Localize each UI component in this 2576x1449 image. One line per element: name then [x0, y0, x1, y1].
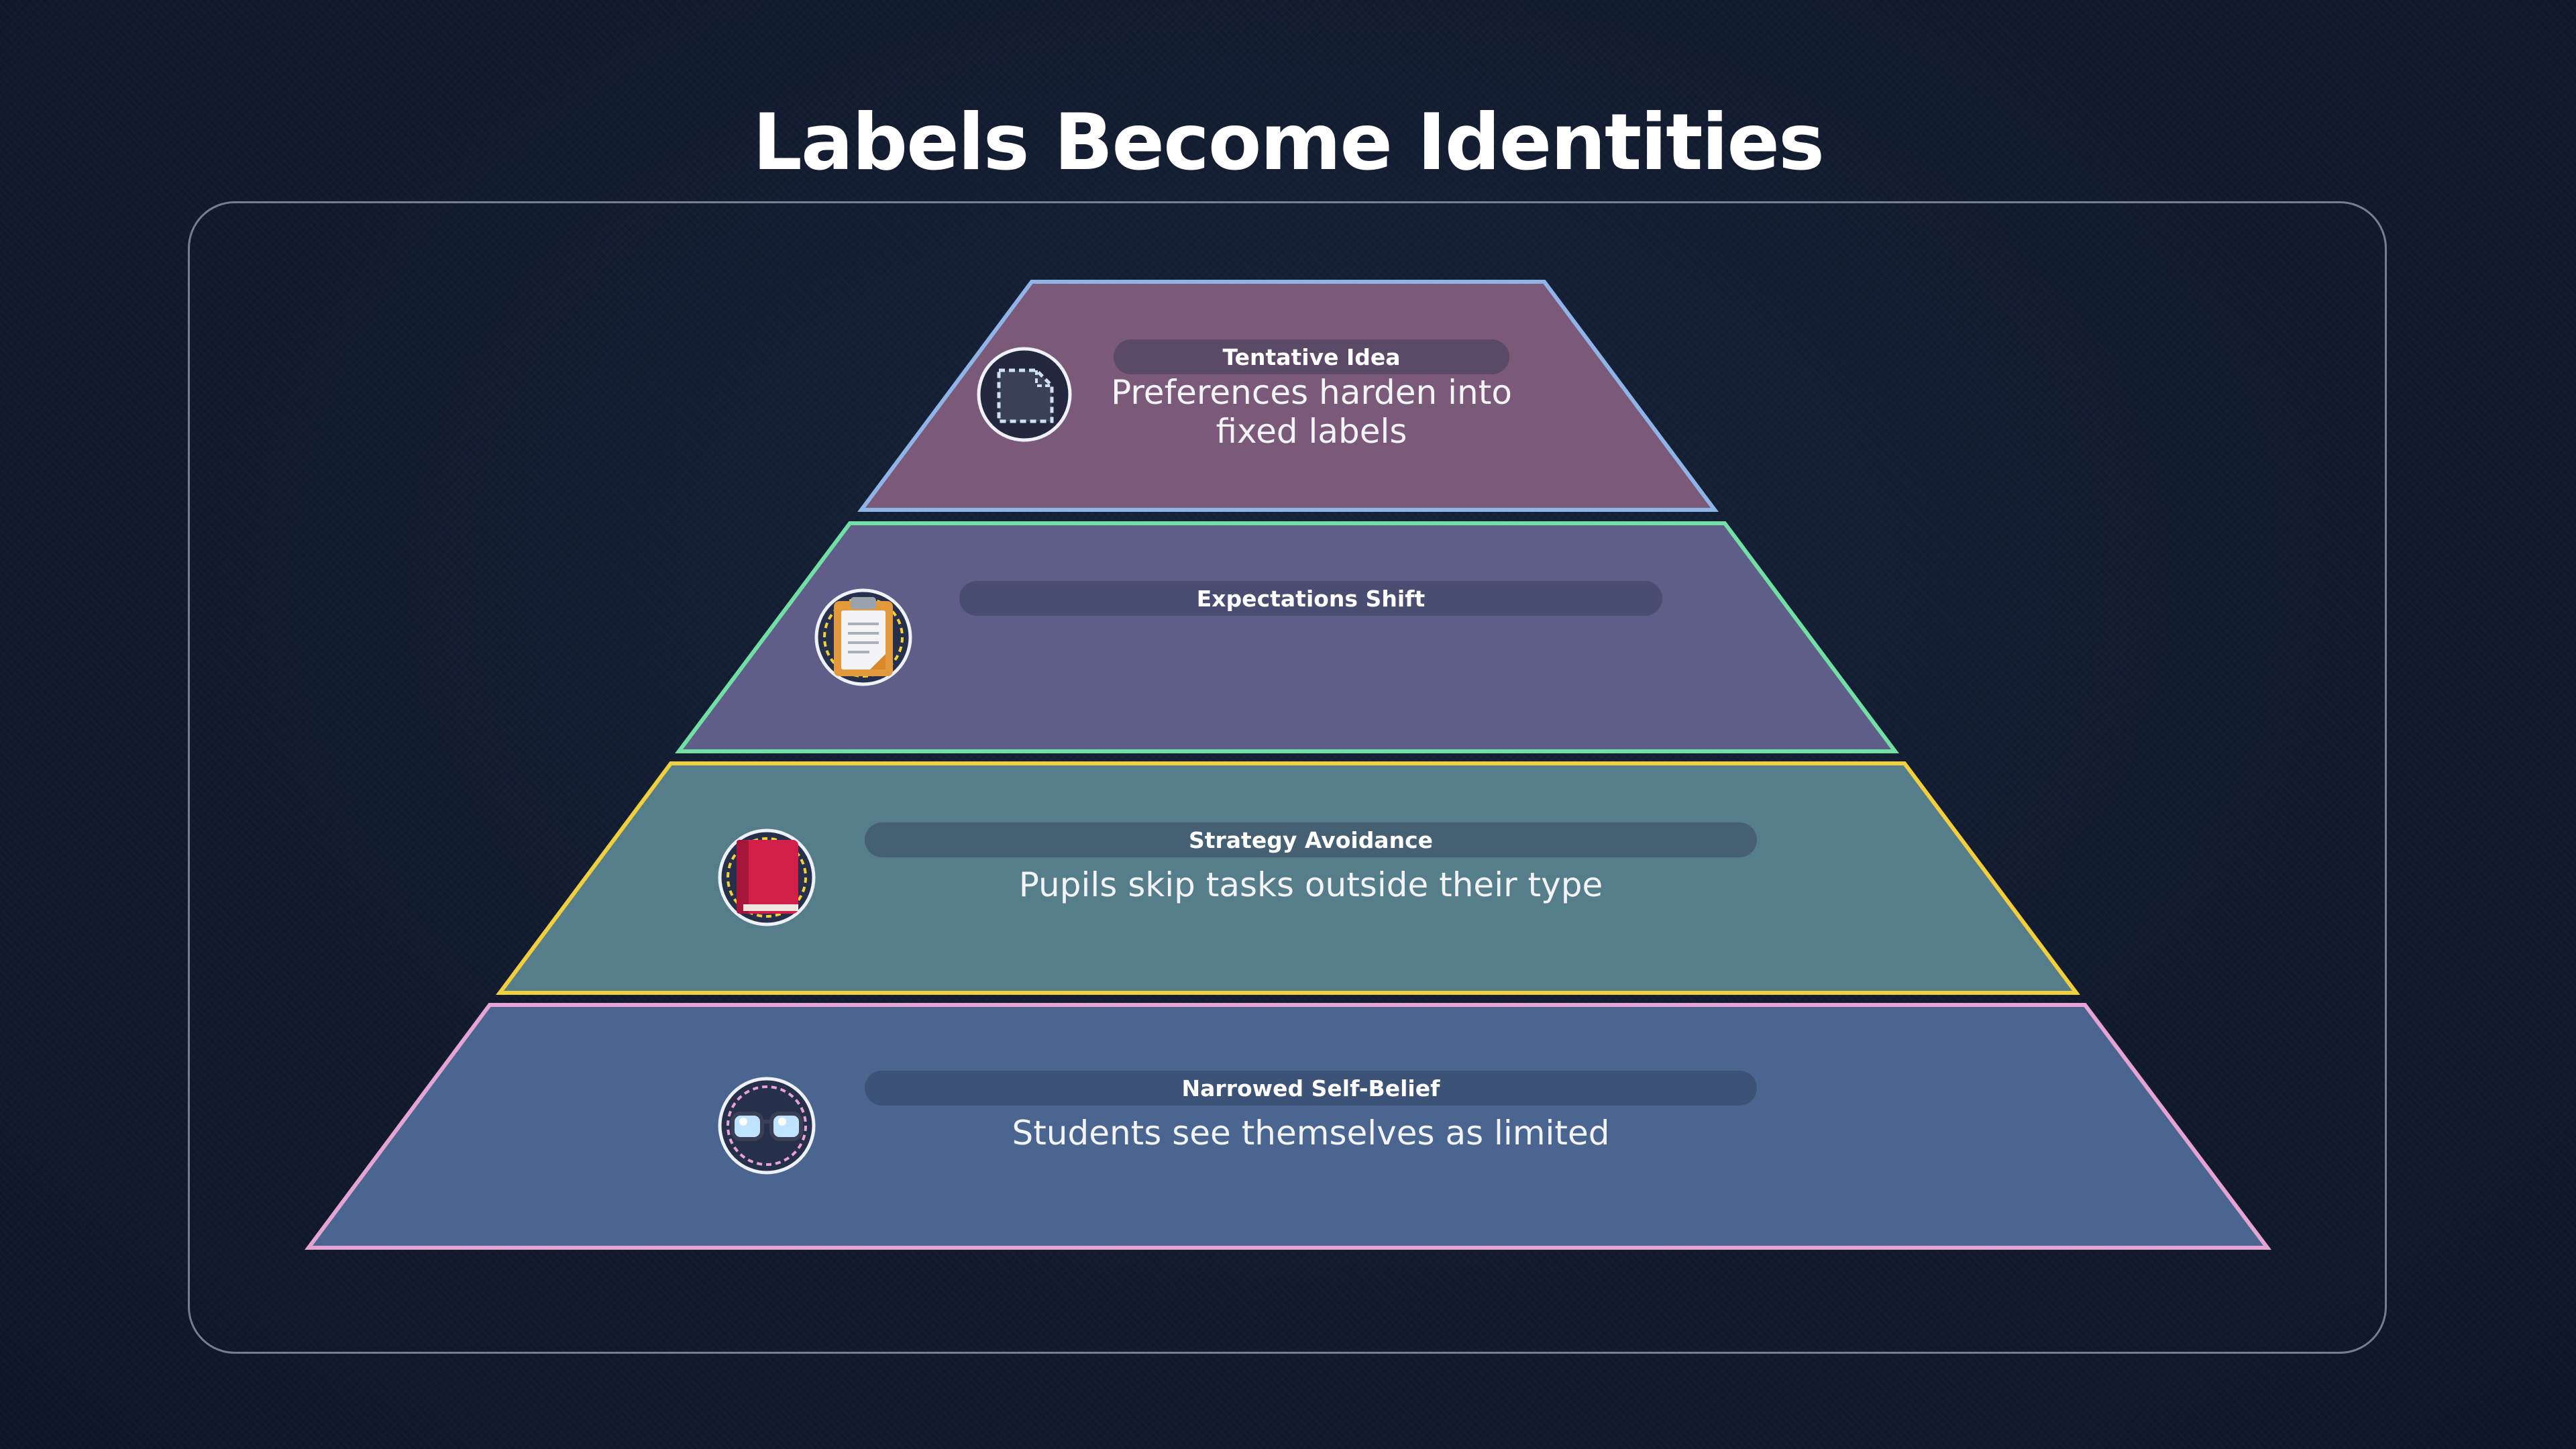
layer-description-tentative-idea: Preferences harden into fixed labels — [1111, 373, 1512, 451]
pyramid-layer-strategy-avoidance — [496, 761, 2080, 995]
clipboard-icon — [814, 588, 912, 686]
layer-label-strategy-avoidance: Strategy Avoidance — [865, 822, 1757, 857]
pyramid-layer-tentative-idea — [857, 280, 1719, 512]
layer-description-narrowed-self-belief: Students see themselves as limited — [1012, 1114, 1610, 1152]
layer-label-tentative-idea: Tentative Idea — [1114, 339, 1509, 374]
pyramid-layer-narrowed-self-belief — [305, 1003, 2272, 1250]
page-title: Labels Become Identities — [752, 97, 1825, 188]
diagram-frame — [188, 201, 2387, 1354]
glasses-icon — [718, 1077, 816, 1175]
layer-label-narrowed-self-belief: Narrowed Self-Belief — [865, 1071, 1757, 1106]
red-book-icon — [718, 828, 816, 926]
layer-label-expectations-shift: Expectations Shift — [959, 581, 1662, 616]
layer-description-strategy-avoidance: Pupils skip tasks outside their type — [1018, 865, 1603, 904]
dotted-square-icon — [977, 347, 1072, 442]
pyramid-layer-expectations-shift — [675, 521, 1899, 753]
